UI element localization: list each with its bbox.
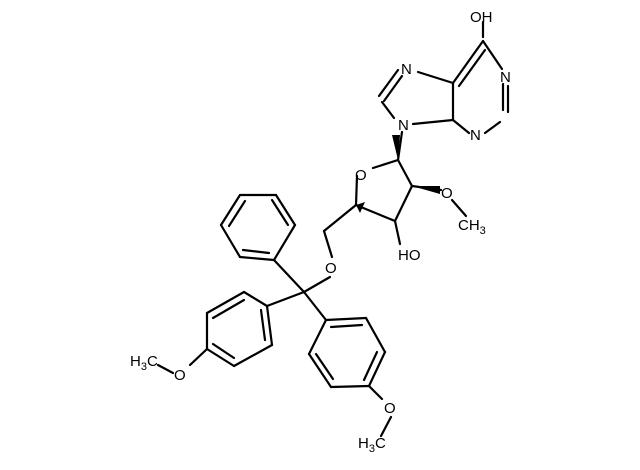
atom-o-bottom: O — [384, 400, 396, 417]
atom-labels: OH N N N N O O CH3 HO O O H3C O H3C — [130, 9, 511, 455]
phenyl-ring — [219, 193, 306, 294]
atom-n9: N — [398, 117, 409, 134]
stereo-wedges — [356, 135, 440, 213]
purine-ring — [377, 20, 510, 135]
wedge-c4 — [356, 202, 365, 213]
atom-n1: N — [500, 69, 511, 86]
wedge-c1 — [392, 135, 400, 160]
atom-o-left: O — [174, 367, 186, 384]
atom-oh-3: HO — [398, 247, 421, 264]
wedge-c2 — [412, 186, 440, 194]
left-anisyl-ring — [156, 290, 306, 375]
atom-o-methoxy: O — [441, 185, 453, 202]
atom-h3c-bottom: H3C — [358, 435, 386, 455]
atom-ch3-methoxy: CH3 — [458, 217, 486, 237]
atom-n3: N — [470, 127, 481, 144]
atom-o-ether: O — [325, 260, 337, 277]
atom-o-ring: O — [355, 167, 367, 184]
atom-oh-top: OH — [470, 9, 493, 26]
atom-n7: N — [401, 61, 412, 78]
atom-h3c-left: H3C — [130, 353, 158, 373]
bottom-anisyl-ring — [302, 290, 393, 438]
